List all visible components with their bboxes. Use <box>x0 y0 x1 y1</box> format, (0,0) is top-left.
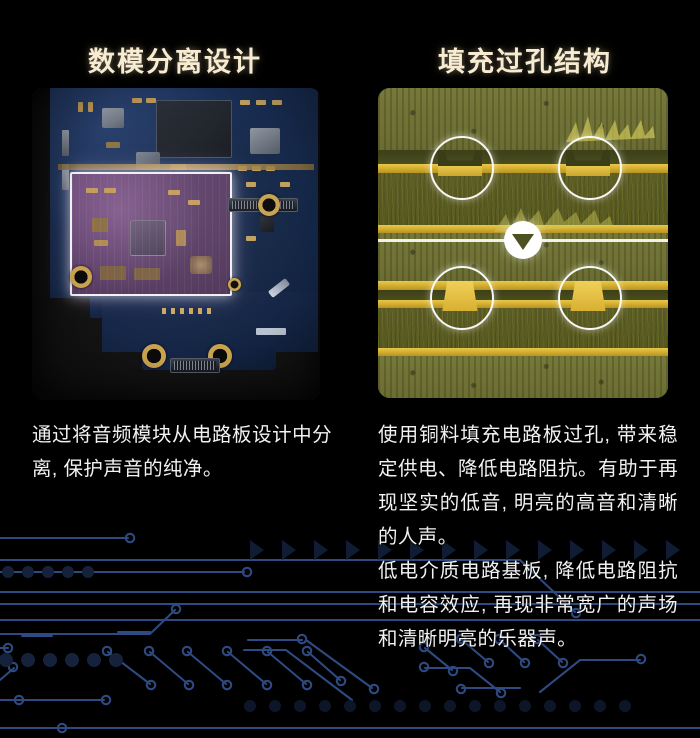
ic-package-small <box>260 216 274 232</box>
silk-label <box>256 328 286 335</box>
ic-package <box>250 128 280 154</box>
test-pad-row <box>162 308 216 314</box>
smd-component <box>62 130 69 156</box>
smd-component <box>168 190 180 195</box>
ground-bus <box>58 164 314 170</box>
core-layer <box>378 308 668 348</box>
highlight-circle-unfilled-via <box>430 136 494 200</box>
mounting-hole <box>70 266 92 288</box>
body-column-right: 使用铜料填充电路板过孔, 带来稳定供电、降低电路阻抗。有助于再现坚实的低音, 明… <box>378 418 678 656</box>
highlight-circle-filled-via <box>558 266 622 330</box>
inner-dark-band <box>378 150 668 164</box>
section-titles: 数模分离设计 填充过孔结构 <box>0 36 700 82</box>
smd-component <box>134 268 160 280</box>
dielectric-layer <box>378 88 668 150</box>
smd-component <box>100 266 126 280</box>
copper-layer <box>378 281 668 290</box>
smd-component <box>78 102 83 112</box>
title-cell-left: 数模分离设计 <box>0 36 350 82</box>
copper-layer <box>378 300 668 308</box>
audio-dac-chip <box>130 220 166 256</box>
smd-component <box>132 98 142 103</box>
image-panels <box>0 88 700 400</box>
body-column-left: 通过将音频模块从电路板设计中分离, 保护声音的纯净。 <box>32 418 332 486</box>
smd-component <box>272 100 282 105</box>
mounting-hole <box>142 344 166 368</box>
paragraph-filled-via-2: 低电介质电路基板, 降低电路阻抗和电容效应, 再现非常宽广的声场和清晰明亮的乐器… <box>378 560 678 650</box>
paragraph-digital-analog-separation: 通过将音频模块从电路板设计中分离, 保护声音的纯净。 <box>32 424 332 480</box>
smd-component <box>256 100 266 105</box>
copper-layer <box>378 164 668 173</box>
smd-component <box>240 100 250 105</box>
smd-component <box>94 240 108 246</box>
section-title-digital-analog-separation: 数模分离设计 <box>88 46 262 77</box>
highlight-circle-unfilled-via <box>558 136 622 200</box>
via-cross-section <box>378 88 668 398</box>
smd-component <box>188 200 200 205</box>
smd-component <box>176 230 186 246</box>
core-layer <box>378 173 668 225</box>
smd-component <box>104 188 116 193</box>
title-cell-right: 填充过孔结构 <box>350 36 700 82</box>
mounting-hole <box>258 194 280 216</box>
bottom-flex-connector <box>170 358 220 373</box>
down-arrow-icon <box>504 221 542 259</box>
smd-component <box>88 102 93 112</box>
dielectric-layer <box>378 356 668 398</box>
section-title-filled-via-structure: 填充过孔结构 <box>438 46 612 77</box>
shield-can-small <box>102 108 124 128</box>
audio-module-highlight <box>70 172 232 296</box>
smd-component <box>246 182 256 187</box>
pcb-photo <box>32 88 320 400</box>
smd-component <box>280 182 290 187</box>
screw-pad <box>228 278 241 291</box>
highlight-circle-filled-via <box>430 266 494 330</box>
board-lower-section <box>102 292 318 352</box>
inner-dark-band <box>378 290 668 300</box>
smd-component <box>246 236 256 241</box>
shield-can-large <box>156 100 232 158</box>
smd-component <box>146 98 156 103</box>
circuit-board <box>50 88 318 386</box>
smd-component <box>106 142 120 148</box>
smd-component <box>92 218 108 232</box>
inductor <box>190 256 212 274</box>
copper-layer <box>378 348 668 356</box>
smd-component <box>86 188 98 193</box>
paragraph-filled-via-1: 使用铜料填充电路板过孔, 带来稳定供电、降低电路阻抗。有助于再现坚实的低音, 明… <box>378 424 678 548</box>
